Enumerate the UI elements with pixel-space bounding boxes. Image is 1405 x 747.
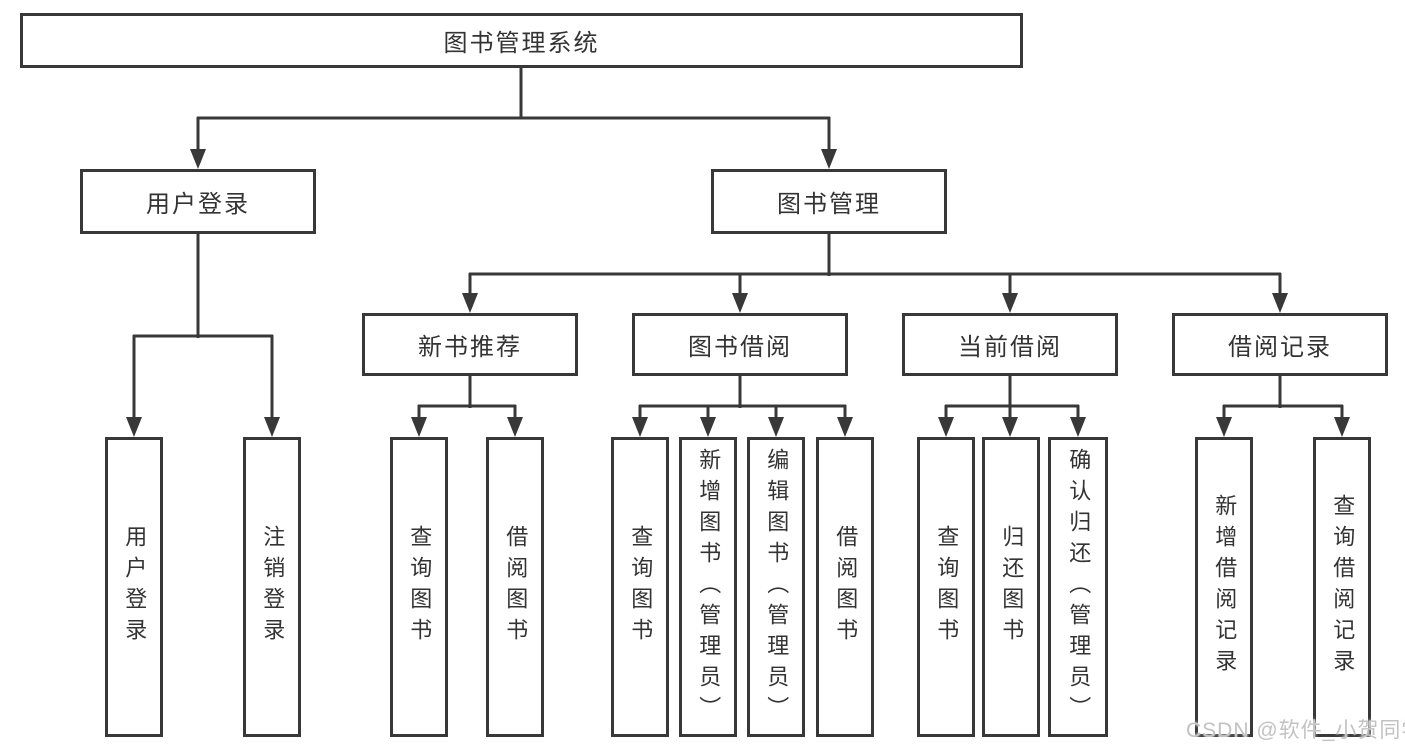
node-leaf-add-borrow-record: 新增借阅记录 (1195, 437, 1253, 737)
arrowheads (126, 149, 1350, 437)
node-label: 查询图书 (628, 525, 654, 649)
node-leaf-edit-book-admin: 编辑图书（管理员） (747, 437, 805, 737)
node-label: 借阅图书 (833, 525, 859, 649)
node-current-borrow: 当前借阅 (902, 313, 1118, 376)
node-leaf-borrow-book-2: 借阅图书 (816, 437, 874, 737)
node-label: 图书管理系统 (443, 30, 600, 57)
node-leaf-borrow-book-1: 借阅图书 (486, 437, 544, 737)
node-label: 确认归还（管理员） (1066, 447, 1092, 727)
node-label: 图书借阅 (688, 334, 792, 361)
node-label: 编辑图书（管理员） (764, 447, 790, 727)
node-label: 用户登录 (146, 191, 250, 218)
node-label: 查询借阅记录 (1330, 494, 1356, 680)
node-user-login: 用户登录 (80, 169, 316, 234)
node-book-borrow: 图书借阅 (632, 313, 848, 376)
node-label: 当前借阅 (958, 334, 1062, 361)
node-leaf-return-book: 归还图书 (982, 437, 1040, 737)
node-label: 新书推荐 (418, 334, 522, 361)
node-leaf-query-book-1: 查询图书 (390, 437, 448, 737)
node-leaf-add-book-admin: 新增图书（管理员） (679, 437, 737, 737)
node-leaf-logout: 注销登录 (243, 437, 301, 737)
node-label: 用户登录 (122, 525, 148, 649)
node-label: 借阅记录 (1228, 334, 1332, 361)
node-label: 新增图书（管理员） (696, 447, 722, 727)
node-new-book-recommend: 新书推荐 (362, 313, 578, 376)
node-label: 查询图书 (407, 525, 433, 649)
node-leaf-query-book-3: 查询图书 (917, 437, 975, 737)
node-label: 查询图书 (934, 525, 960, 649)
watermark: CSDN @软件_小贺同学 (1186, 719, 1405, 742)
node-leaf-query-borrow-record: 查询借阅记录 (1313, 437, 1371, 737)
node-label: 新增借阅记录 (1212, 494, 1238, 680)
node-leaf-confirm-return-admin: 确认归还（管理员） (1048, 437, 1108, 737)
node-root: 图书管理系统 (20, 13, 1023, 68)
node-label: 图书管理 (777, 191, 881, 218)
node-borrow-record: 借阅记录 (1172, 313, 1388, 376)
node-label: 借阅图书 (503, 525, 529, 649)
node-label: 归还图书 (999, 525, 1025, 649)
node-label: 注销登录 (260, 525, 286, 649)
node-leaf-user-login: 用户登录 (105, 437, 163, 737)
node-leaf-query-book-2: 查询图书 (611, 437, 669, 737)
node-book-management: 图书管理 (711, 169, 947, 234)
